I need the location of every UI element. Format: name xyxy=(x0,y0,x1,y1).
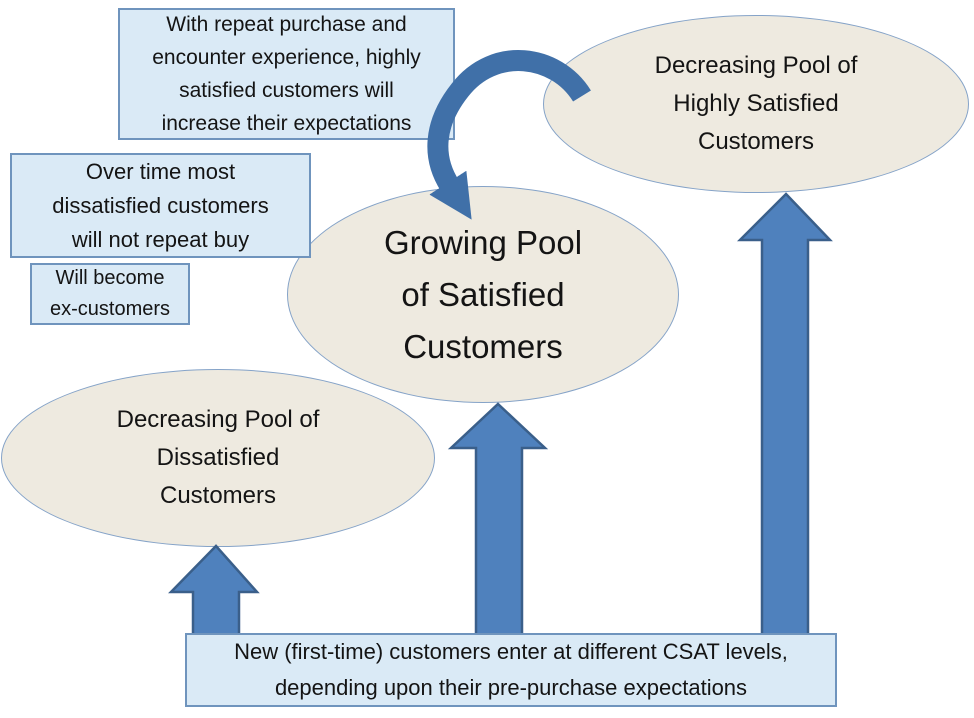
callout-new-customers-note: New (first-time) customers enter at diff… xyxy=(185,633,837,707)
ellipse-highly-satisfied-pool: Decreasing Pool of Highly Satisfied Cust… xyxy=(543,15,969,193)
callout-no-repeat-buy-note: Over time most dissatisfied customers wi… xyxy=(10,153,311,258)
ellipse-dissatisfied-pool: Decreasing Pool of Dissatisfied Customer… xyxy=(1,369,435,547)
ellipse-satisfied-label: Growing Pool of Satisfied Customers xyxy=(383,223,583,365)
ellipse-satisfied-pool: Growing Pool of Satisfied Customers xyxy=(287,186,679,403)
up-arrow-center-icon xyxy=(447,402,549,643)
ellipse-highly-satisfied-label: Decreasing Pool of Highly Satisfied Cust… xyxy=(654,52,858,155)
callout-expectations-note: With repeat purchase and encounter exper… xyxy=(118,8,455,140)
callout-ex-customers-note: Will become ex-customers xyxy=(30,263,190,325)
up-arrow-right-icon xyxy=(736,192,833,643)
ellipse-dissatisfied-label: Decreasing Pool of Dissatisfied Customer… xyxy=(116,406,320,509)
up-arrow-left-icon xyxy=(168,544,260,643)
